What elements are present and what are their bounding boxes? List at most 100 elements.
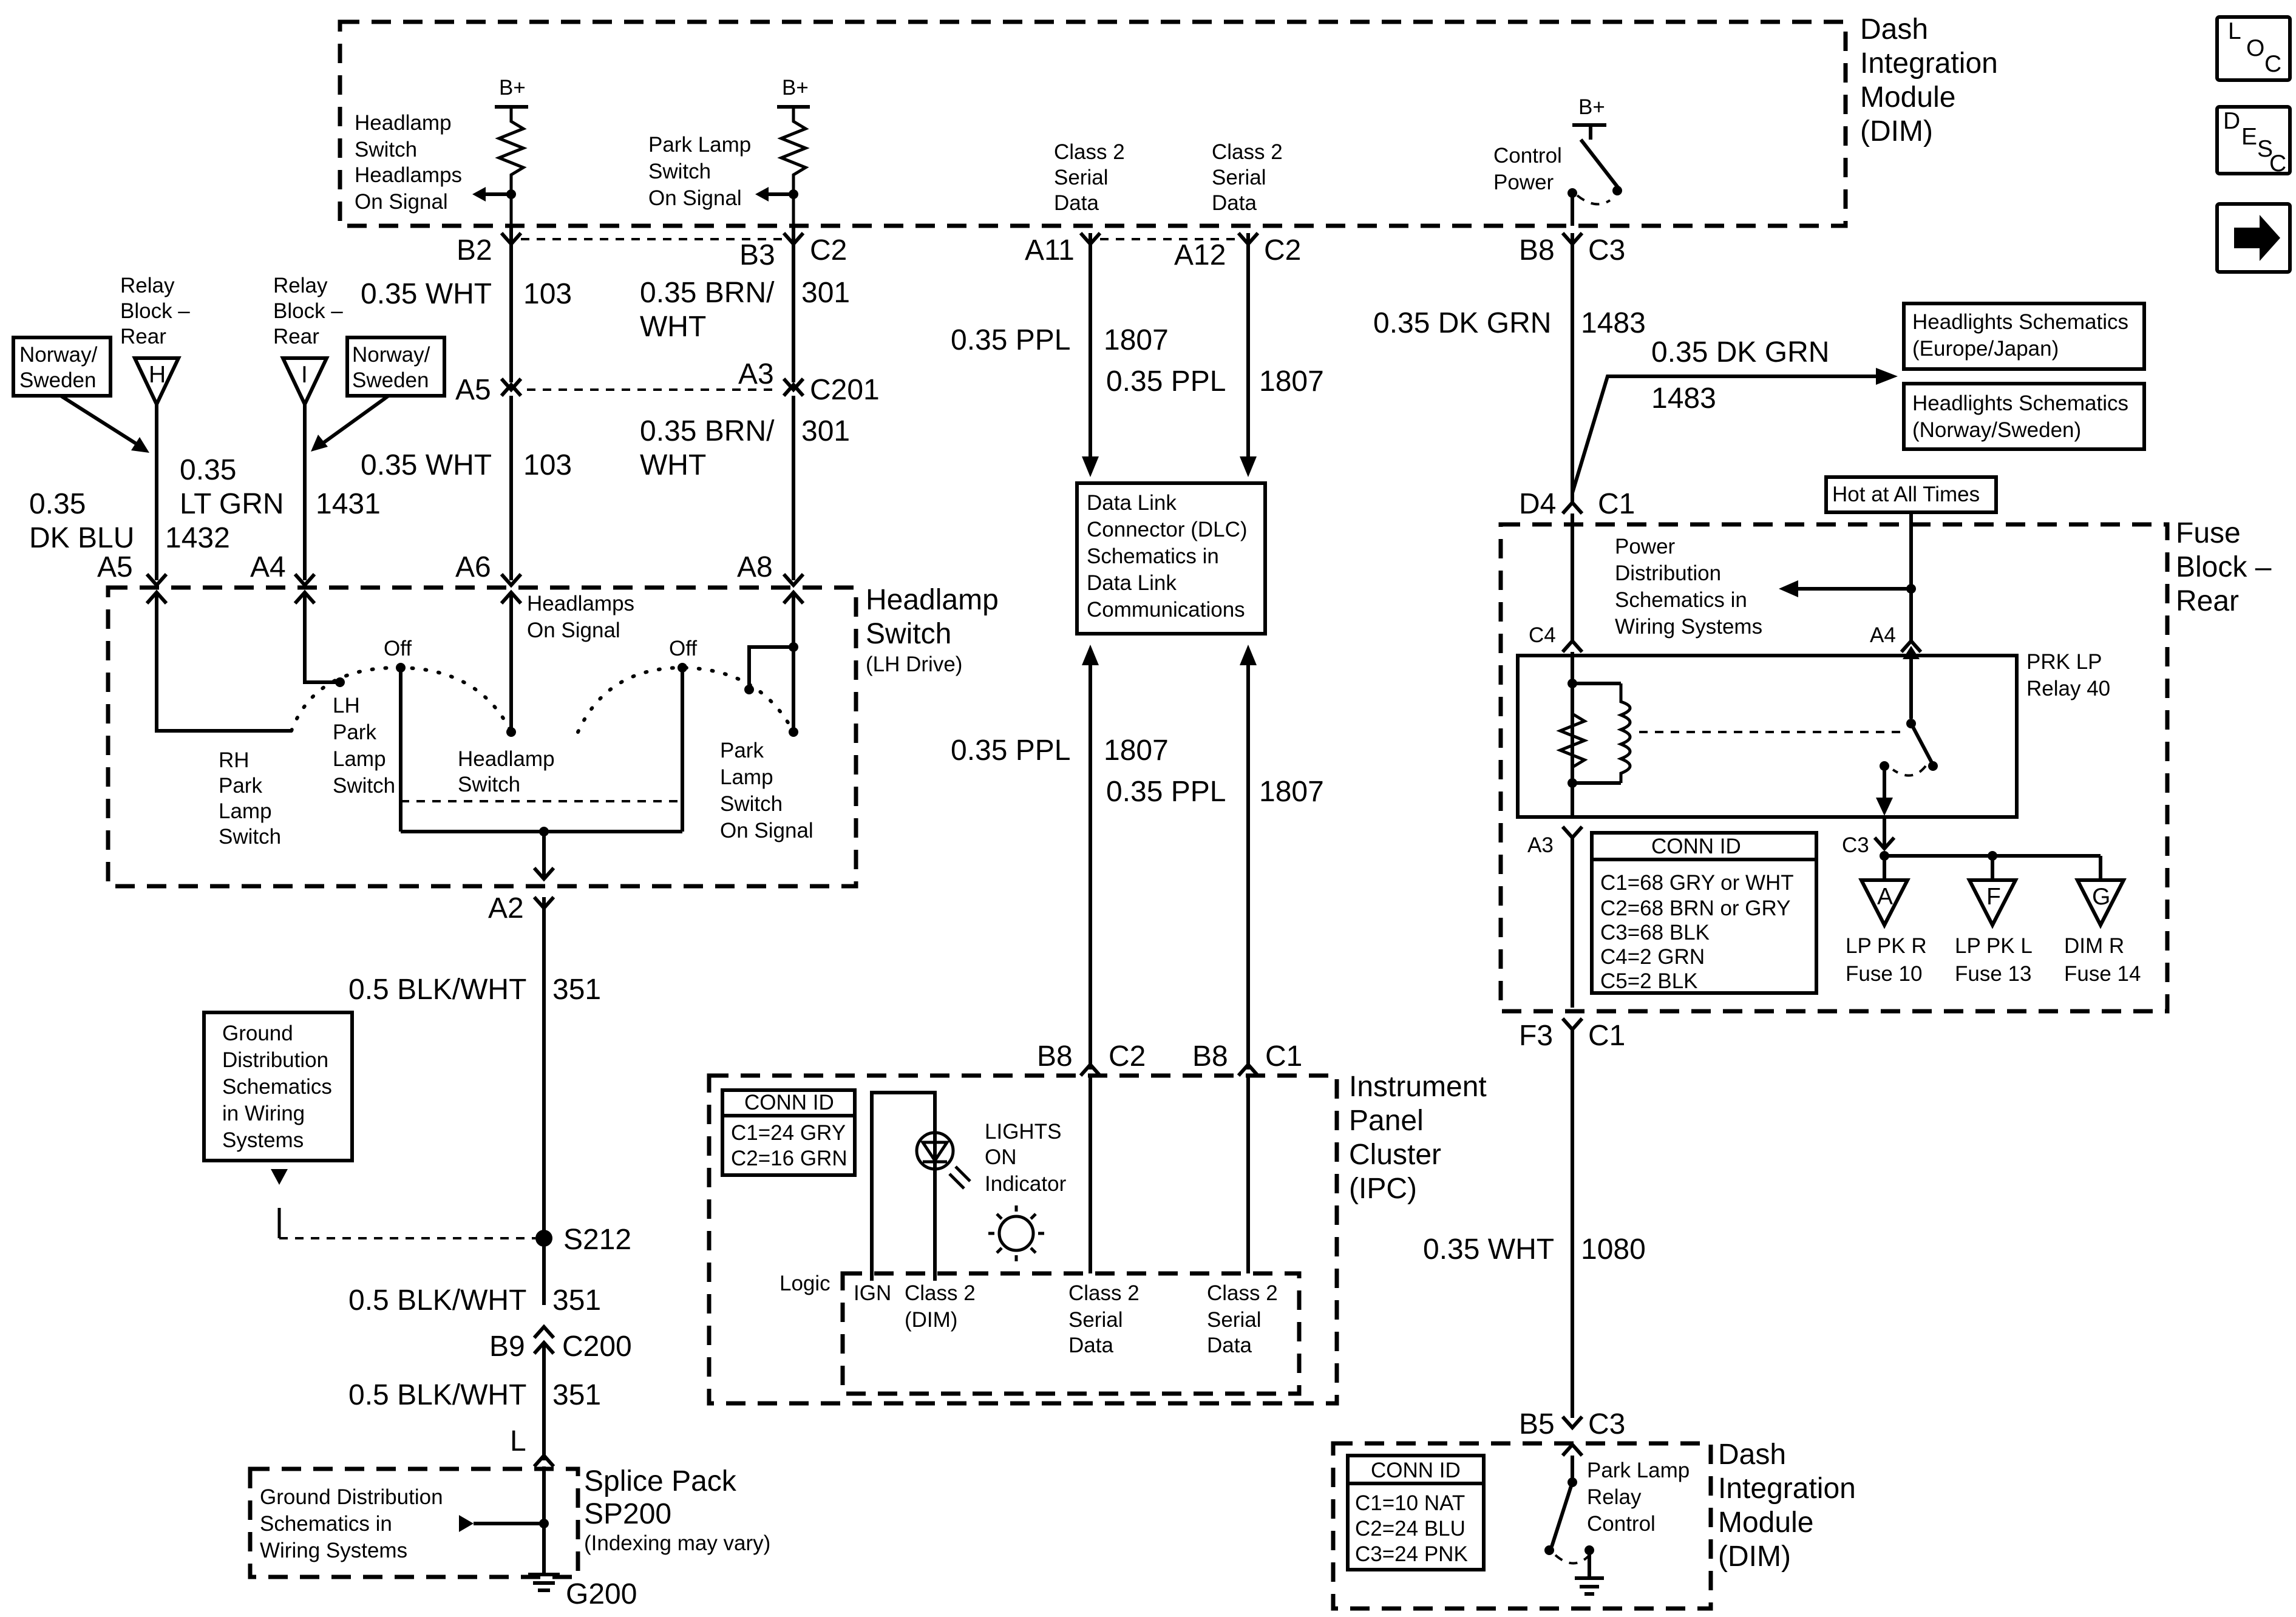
svg-text:0.5 BLK/WHT: 0.5 BLK/WHT (348, 974, 526, 1006)
fuse-block-title: Fuse (2176, 517, 2241, 549)
splice-s212 (535, 1230, 552, 1247)
connector-row-top: B2 B3 C2 A11 A12 C2 B8 C3 (457, 232, 1625, 271)
svg-text:Park: Park (333, 720, 376, 744)
svg-text:B9: B9 (489, 1331, 525, 1363)
svg-text:C201: C201 (810, 374, 880, 406)
svg-text:Data: Data (1054, 191, 1099, 215)
svg-text:DK BLU: DK BLU (29, 522, 134, 554)
svg-text:Distribution: Distribution (222, 1048, 328, 1072)
svg-text:Class 2: Class 2 (1054, 140, 1125, 164)
description-icon[interactable]: D E S C (2215, 105, 2292, 177)
svg-text:Norway/: Norway/ (352, 343, 430, 367)
svg-text:Module: Module (1718, 1507, 1813, 1539)
headlights-norway-ref[interactable]: Headlights Schematics (Norway/Sweden) (1902, 382, 2146, 451)
svg-text:Headlights Schematics: Headlights Schematics (1912, 392, 2128, 415)
svg-text:A5: A5 (97, 551, 133, 583)
svg-text:Park: Park (720, 739, 764, 762)
svg-text:351: 351 (552, 1379, 601, 1411)
svg-text:I: I (301, 362, 308, 388)
relay-block-h: Relay Block – Rear H Norway/ Sweden (12, 274, 190, 580)
svg-text:On Signal: On Signal (527, 619, 620, 642)
svg-text:Headlamps: Headlamps (527, 592, 634, 615)
svg-text:C2=16 GRN: C2=16 GRN (731, 1147, 847, 1170)
svg-text:Ground: Ground (222, 1022, 293, 1045)
svg-text:F: F (1986, 884, 2001, 910)
location-icon[interactable]: L O C (2215, 15, 2292, 82)
svg-text:Connector (DLC): Connector (DLC) (1087, 518, 1248, 541)
svg-text:C1=68 GRY or WHT: C1=68 GRY or WHT (1600, 871, 1794, 895)
dim-top-title: Dash (1860, 13, 1928, 46)
svg-text:0.35 PPL: 0.35 PPL (1106, 365, 1226, 398)
svg-text:Rear: Rear (2176, 585, 2239, 617)
svg-text:B+: B+ (499, 76, 526, 100)
headlights-europe-ref[interactable]: Headlights Schematics (Europe/Japan) (1902, 302, 2146, 371)
svg-text:Lamp: Lamp (219, 799, 272, 823)
wire-1431: 0.35 LT GRN 1431 (180, 454, 381, 520)
svg-text:A8: A8 (737, 551, 773, 583)
svg-text:1807: 1807 (1104, 734, 1169, 767)
wire-1432: 0.35 DK BLU 1432 (29, 488, 230, 554)
svg-text:DIM R: DIM R (2064, 934, 2124, 958)
svg-text:A2: A2 (488, 892, 524, 924)
svg-text:Serial: Serial (1068, 1308, 1123, 1332)
svg-text:C3=24 PNK: C3=24 PNK (1355, 1542, 1468, 1566)
svg-text:301: 301 (801, 277, 850, 309)
svg-text:Block –: Block – (2176, 551, 2272, 583)
svg-text:1432: 1432 (165, 522, 230, 554)
dlc-reference-box[interactable]: Data Link Connector (DLC) Schematics in … (1075, 481, 1267, 636)
fuse-block-conn-id: CONN ID C1=68 GRY or WHT C2=68 BRN or GR… (1590, 831, 1818, 995)
svg-text:Integration: Integration (1860, 47, 1998, 80)
svg-text:1483: 1483 (1651, 382, 1716, 415)
svg-text:B5: B5 (1519, 1408, 1555, 1440)
instrument-panel-cluster: Instrument Panel Cluster (IPC) CONN ID C… (707, 1071, 1487, 1406)
svg-text:Schematics in: Schematics in (1087, 544, 1219, 568)
hot-at-all-times-label: Hot at All Times (1824, 475, 1998, 514)
svg-text:L: L (510, 1425, 526, 1457)
svg-text:Block –: Block – (120, 299, 190, 323)
svg-text:LT GRN: LT GRN (180, 488, 284, 520)
svg-text:Relay: Relay (120, 274, 175, 297)
svg-text:Hot at All Times: Hot at All Times (1832, 483, 1980, 506)
wire-301: 0.35 BRN/ WHT 301 0.35 BRN/ WHT 301 (640, 226, 850, 580)
svg-text:A4: A4 (1870, 623, 1896, 647)
headlamp-switch: Headlamp Switch (LH Drive) Headlamps On … (106, 584, 999, 889)
svg-text:CONN ID: CONN ID (1371, 1459, 1461, 1482)
arrow-right-icon[interactable] (2215, 202, 2292, 274)
svg-text:Block –: Block – (273, 299, 343, 323)
svg-text:1807: 1807 (1104, 324, 1169, 356)
dim-bottom-title: Dash (1718, 1439, 1786, 1471)
svg-text:B8: B8 (1037, 1040, 1073, 1073)
svg-text:B+: B+ (1578, 95, 1605, 119)
svg-text:Headlamp: Headlamp (355, 111, 452, 135)
svg-text:Switch: Switch (648, 160, 711, 183)
svg-text:C2: C2 (810, 234, 847, 266)
svg-text:Module: Module (1860, 81, 1955, 114)
svg-text:Park: Park (219, 774, 262, 798)
svg-text:Wiring Systems: Wiring Systems (1615, 615, 1762, 639)
svg-text:0.35 PPL: 0.35 PPL (951, 324, 1070, 356)
svg-text:Norway/: Norway/ (19, 343, 98, 367)
fuse-10: A LP PK R Fuse 10 (1846, 878, 1927, 986)
svg-text:C2=24 BLU: C2=24 BLU (1355, 1517, 1466, 1541)
svg-text:C2: C2 (1109, 1040, 1146, 1073)
svg-text:E: E (2241, 124, 2257, 150)
svg-text:D4: D4 (1519, 488, 1556, 520)
svg-text:A: A (1877, 884, 1893, 910)
headlamp-switch-title: Headlamp (866, 584, 999, 616)
wire-1483: 0.35 DK GRN 1483 0.35 DK GRN 1483 (1373, 233, 1898, 505)
svg-text:1080: 1080 (1581, 1233, 1646, 1266)
svg-text:C: C (2269, 151, 2286, 177)
svg-text:C1=24 GRY: C1=24 GRY (731, 1121, 846, 1145)
svg-text:WHT: WHT (640, 449, 706, 481)
svg-text:Panel: Panel (1349, 1105, 1424, 1137)
svg-text:Fuse 14: Fuse 14 (2064, 962, 2141, 986)
svg-text:Off: Off (384, 637, 412, 660)
wire-1080: F3 C1 0.35 WHT 1080 B5 C3 (1423, 1017, 1646, 1440)
svg-text:Systems: Systems (222, 1128, 304, 1152)
svg-text:Switch: Switch (720, 792, 783, 816)
svg-text:0.35 WHT: 0.35 WHT (361, 449, 492, 481)
svg-text:Class 2: Class 2 (1068, 1281, 1140, 1305)
svg-text:Communications: Communications (1087, 598, 1245, 622)
svg-text:ON: ON (985, 1145, 1017, 1169)
dim-bottom-conn-id: CONN ID C1=10 NAT C2=24 BLU C3=24 PNK (1346, 1454, 1486, 1571)
